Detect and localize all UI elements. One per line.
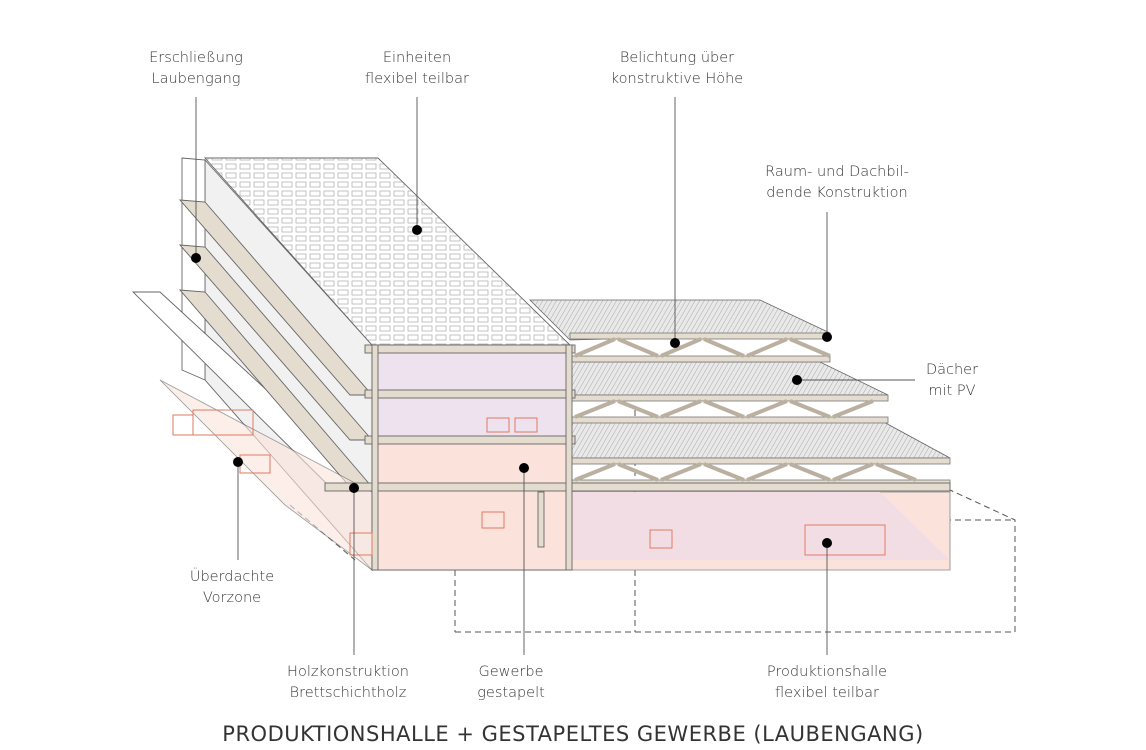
hall-roofs — [529, 299, 951, 459]
roof-trusses — [569, 332, 951, 487]
diagram-title: PRODUKTIONSHALLE + GESTAPELTES GEWERBE (… — [222, 722, 924, 746]
marker-dots — [191, 225, 832, 548]
truss-diagonal — [789, 337, 831, 358]
truss-diagonal — [746, 399, 788, 419]
truss-diagonal — [703, 337, 745, 358]
truss-diagonal — [789, 462, 831, 482]
truss-diagonal — [832, 462, 874, 482]
truss-diagonal — [703, 462, 745, 482]
leader-lines — [195, 97, 915, 655]
truss-diagonal — [746, 337, 788, 358]
truss-diagonal — [875, 462, 917, 482]
truss-diagonal — [574, 399, 616, 419]
truss-diagonal — [660, 399, 702, 419]
truss-diagonal — [832, 399, 874, 419]
gallery-building — [131, 157, 951, 572]
truss-diagonal — [746, 462, 788, 482]
truss-diagonal — [617, 462, 659, 482]
truss-diagonal — [574, 337, 616, 358]
truss-diagonal — [660, 337, 702, 358]
truss-diagonal — [703, 399, 745, 419]
truss-diagonal — [660, 462, 702, 482]
truss-diagonal — [789, 399, 831, 419]
hall-floor-shade — [570, 492, 950, 560]
label-raum: Raum- und Dachbil-dende Konstruktion — [765, 164, 909, 201]
truss-diagonal — [617, 337, 659, 358]
truss-diagonal — [617, 399, 659, 419]
truss-diagonal — [574, 462, 616, 482]
